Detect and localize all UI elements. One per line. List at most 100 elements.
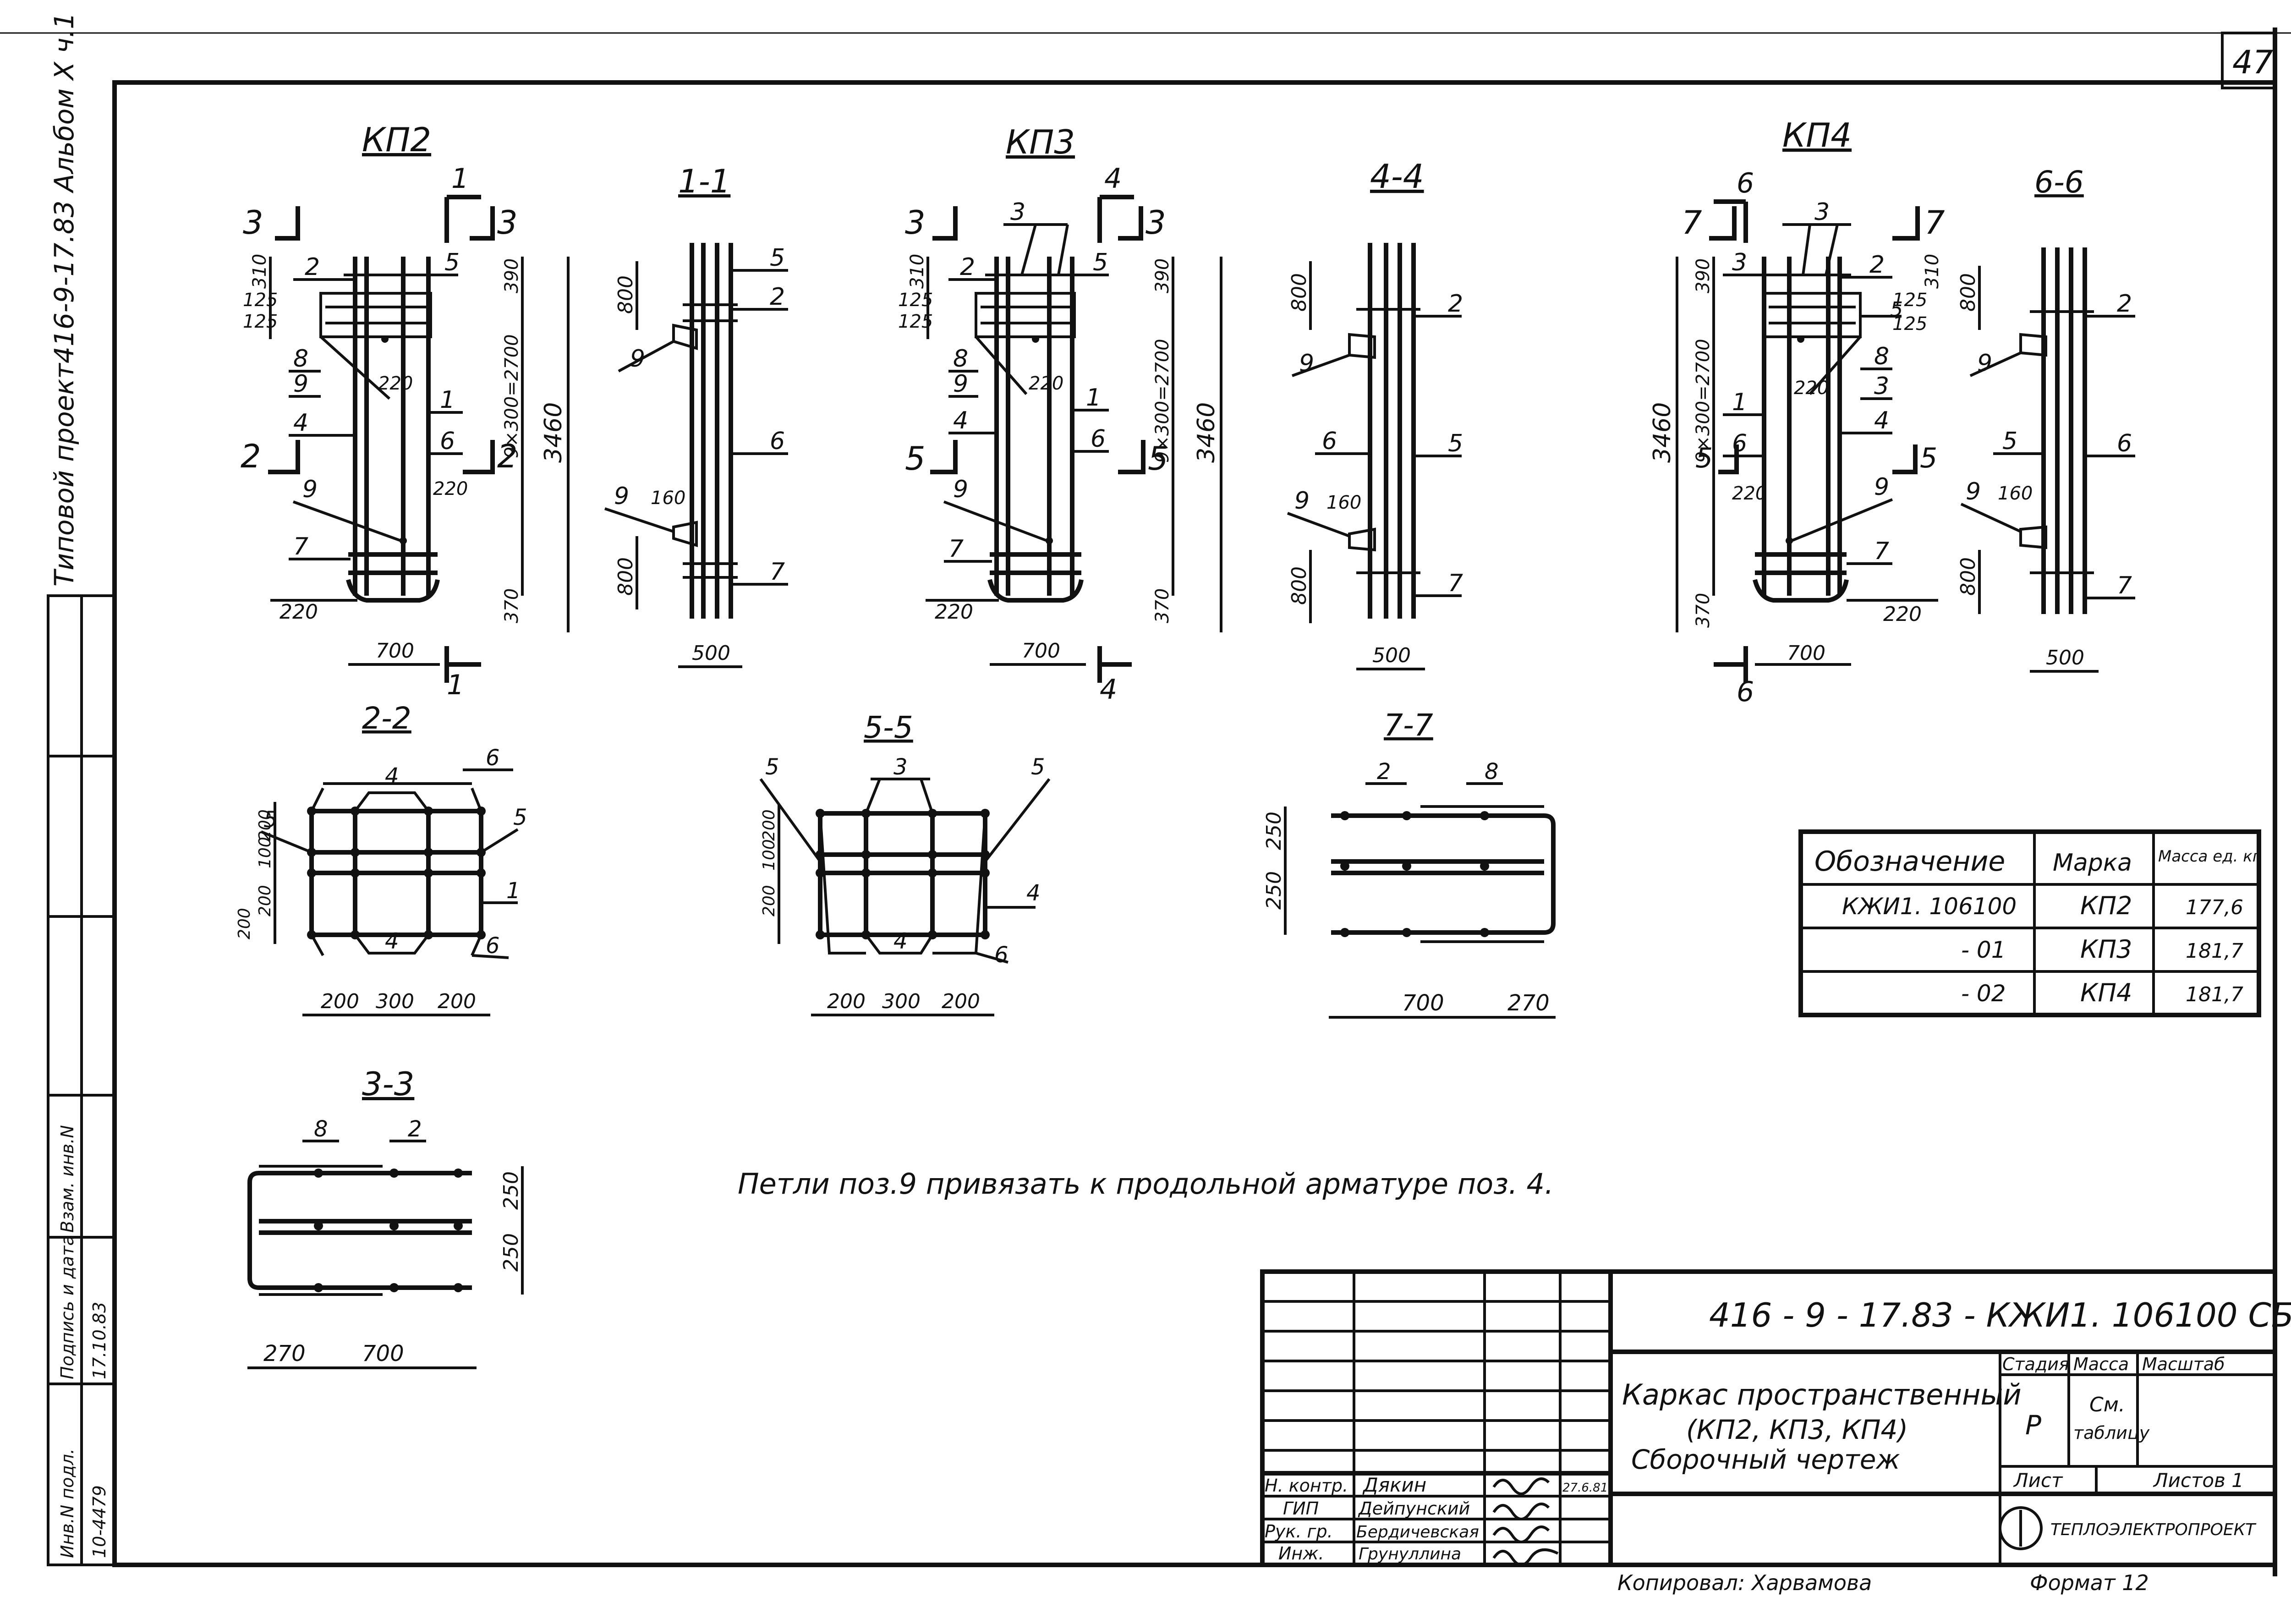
spec-header-mark: Марка [2053, 849, 2132, 877]
pos-label: 7 [1874, 538, 1889, 565]
pos-label: 4 [1874, 407, 1889, 434]
dim-label: 9×300=2700 [1693, 339, 1714, 463]
dim-label: 700 [1402, 990, 1444, 1016]
view-section-7-7: 7-7 2 8 250 250 700 270 [1262, 708, 1556, 1019]
pos-label: 6 [486, 745, 500, 771]
mass-value-1: См. [2089, 1393, 2125, 1416]
section-mark-2-left: 2 [241, 438, 261, 475]
spec-cell: КП3 [2080, 935, 2132, 964]
side-stamp: Типовой проект416-9-17.83 Альбом X ч.1 И… [47, 12, 116, 1566]
dim-label: 220 [1794, 378, 1829, 399]
dim-label: 300 [882, 990, 921, 1013]
section-mark-1-top: 1 [451, 163, 469, 195]
dim-label: 800 [1288, 566, 1311, 605]
pos-label: 6 [440, 428, 455, 455]
dim-label: 200 [256, 885, 274, 916]
dim-label: 200 [321, 990, 359, 1013]
spec-table: Обозначение Марка Масса ед. кг КЖИ1. 106… [1798, 829, 2261, 1017]
dim-label: 800 [1288, 273, 1311, 312]
pos-label: 7 [948, 535, 964, 563]
pos-label: 2 [1448, 290, 1463, 318]
drawing-note: Петли поз.9 привязать к продольной армат… [738, 1167, 1554, 1201]
sheet-format: Формат 12 [2030, 1570, 2149, 1595]
sign-name: Дейпунский [1358, 1498, 1470, 1519]
spec-cell: - 01 [1961, 937, 2006, 963]
dim-label: 220 [280, 600, 318, 624]
view-title: КП2 [362, 121, 431, 159]
pos-label: 9 [1874, 473, 1889, 501]
section-mark-3-left: 3 [905, 204, 926, 241]
dim-label: 310 [249, 254, 270, 289]
pos-label: 5 [1093, 249, 1108, 276]
dim-label: 250 [499, 1171, 523, 1210]
view-kp2: КП2 3 3 1 1 2 2 2 5 8 9 [241, 121, 570, 701]
mass-label: Масса [2073, 1354, 2129, 1374]
pos-label: 2 [960, 253, 975, 281]
pos-label: 8 [1485, 759, 1499, 785]
view-title: 2-2 [362, 701, 411, 736]
view-title: КП4 [1782, 116, 1852, 154]
spec-cell: - 02 [1961, 980, 2006, 1007]
pos-label: 6 [1732, 430, 1747, 457]
dim-label: 200 [438, 990, 476, 1013]
pos-label: 6 [1091, 425, 1106, 453]
sheet-number: 47 [2232, 44, 2273, 81]
pos-label: 8 [953, 345, 968, 373]
dim-label: 800 [614, 557, 637, 596]
org-logo-icon [1999, 1506, 2043, 1550]
pos-label: 3 [1732, 249, 1747, 276]
dim-label: 700 [1022, 639, 1060, 663]
pos-label: 9 [302, 476, 318, 503]
dim-label: 9×300=2700 [1152, 339, 1173, 463]
dim-label: 800 [1957, 557, 1980, 596]
dim-label: 390 [501, 258, 522, 293]
view-title: 5-5 [864, 710, 913, 745]
pos-label: 7 [770, 558, 785, 586]
spec-cell: КП4 [2080, 978, 2132, 1007]
view-section-6-6: 6-6 2 9 5 6 9 7 800 800 160 500 [1957, 165, 2135, 673]
pos-label: 1 [1732, 389, 1747, 416]
side-replace-label: Взам. инв.N [57, 1125, 77, 1233]
mass-value-2: таблицу [2073, 1423, 2150, 1443]
dim-label: 700 [376, 639, 414, 663]
pos-label: 9 [953, 370, 968, 398]
pos-label: 6 [770, 428, 785, 455]
signature-scribble [1492, 1477, 1550, 1495]
dim-label: 390 [1693, 258, 1714, 293]
pos-label: 2 [305, 253, 320, 281]
pos-label: 2 [2117, 290, 2132, 318]
dim-label: 270 [1507, 990, 1550, 1016]
dim-label: 310 [907, 254, 928, 289]
pos-label: 4 [293, 409, 308, 437]
dim-label: 370 [501, 588, 522, 623]
pos-label: 5 [513, 805, 527, 830]
dim-label: 500 [692, 642, 730, 665]
pos-label: 9 [1966, 478, 1981, 505]
dim-label: 250 [499, 1233, 523, 1272]
dim-label: 500 [1372, 644, 1411, 667]
view-title: 6-6 [2034, 165, 2084, 200]
dim-label: 125 [1892, 313, 1927, 335]
dim-label: 125 [898, 290, 933, 311]
copied-by: Копировал: Харвамова [1617, 1570, 1872, 1595]
sign-role: Рук. гр. [1265, 1521, 1333, 1542]
view-title: 1-1 [678, 163, 730, 200]
pos-label: 1 [440, 386, 455, 414]
section-mark-6-top: 6 [1737, 167, 1754, 199]
pos-label: 1 [506, 878, 521, 904]
pos-label: 7 [293, 533, 308, 560]
section-mark-4-top: 4 [1104, 163, 1122, 195]
sheet-frame: 47 [0, 27, 2291, 1576]
dim-label: 125 [898, 311, 933, 332]
section-mark-5-right: 5 [1148, 440, 1168, 477]
dim-label: 310 [1922, 254, 1943, 289]
dim-label: 700 [1787, 642, 1825, 665]
section-mark-3-right: 3 [1146, 204, 1166, 241]
view-title: 3-3 [362, 1065, 414, 1103]
stage-value: Р [2025, 1410, 2041, 1441]
section-mark-7-right: 7 [1924, 204, 1945, 241]
dim-label: 500 [2046, 646, 2084, 669]
pos-label: 7 [1448, 570, 1463, 597]
spec-cell: 181,7 [2186, 939, 2243, 963]
